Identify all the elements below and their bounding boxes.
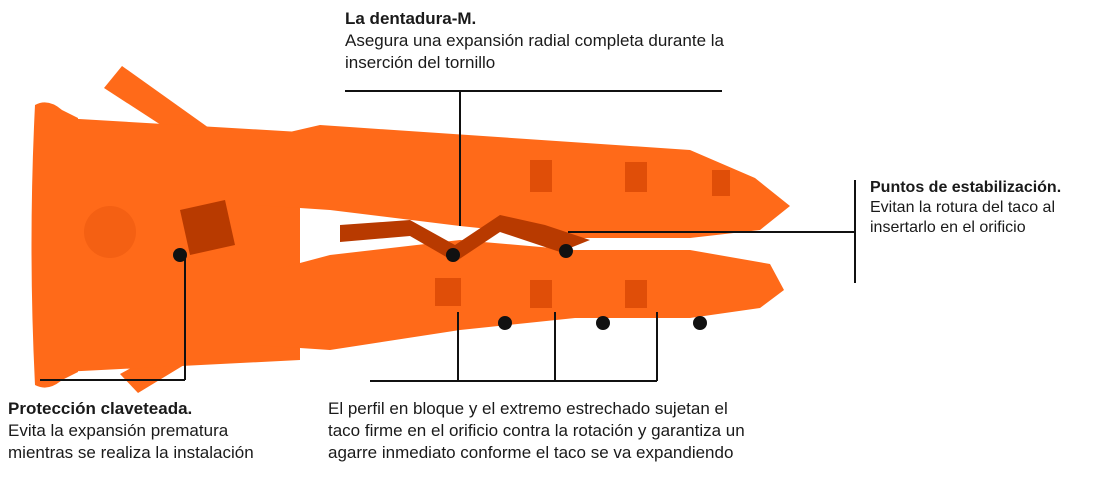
callout-dentadura-title: La dentadura-M.	[345, 9, 477, 28]
marker-dots	[173, 244, 707, 330]
callout-estabilizacion: Puntos de estabilización. Evitan la rotu…	[870, 178, 1099, 238]
callout-proteccion: Protección claveteada. Evita la expansió…	[8, 398, 298, 464]
nail-slot	[180, 200, 235, 255]
lower-notch	[530, 280, 552, 308]
callout-estabilizacion-body: Evitan la rotura del taco al insertarlo …	[870, 199, 1055, 236]
flange-circle	[84, 206, 136, 258]
m-teeth	[340, 215, 590, 262]
dot-perfil-2	[596, 316, 610, 330]
plug-body	[62, 118, 300, 372]
callout-dentadura-body: Asegura una expansión radial completa du…	[345, 31, 724, 72]
upper-notch	[712, 170, 730, 196]
upper-notch	[530, 160, 552, 192]
callout-perfil-body: El perfil en bloque y el extremo estrech…	[328, 399, 745, 462]
leader-lines	[40, 90, 856, 382]
upper-notch	[625, 162, 647, 192]
dot-proteccion	[173, 248, 187, 262]
lower-notch	[625, 280, 647, 308]
upper-leg	[255, 125, 790, 238]
lower-notch	[435, 278, 461, 306]
callout-dentadura: La dentadura-M. Asegura una expansión ra…	[345, 8, 765, 74]
dot-estabilizacion	[559, 244, 573, 258]
callout-perfil: El perfil en bloque y el extremo estrech…	[328, 398, 748, 464]
callout-proteccion-title: Protección claveteada.	[8, 399, 193, 418]
dot-dentadura	[446, 248, 460, 262]
dot-perfil-1	[498, 316, 512, 330]
wall-plug-image	[31, 66, 790, 393]
callout-proteccion-body: Evita la expansión prematura mientras se…	[8, 421, 254, 462]
dot-perfil-3	[693, 316, 707, 330]
callout-estabilizacion-title: Puntos de estabilización.	[870, 179, 1062, 196]
lower-leg	[255, 240, 784, 350]
